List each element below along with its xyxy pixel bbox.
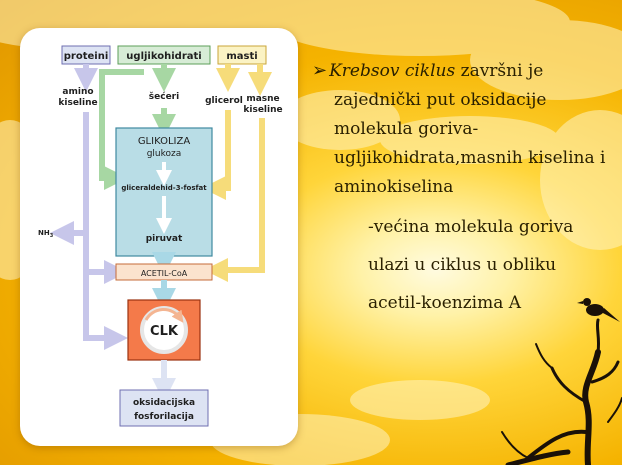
clk-cycle-arrow-icon — [144, 307, 184, 323]
bird-icon — [577, 298, 620, 322]
sub-line: -većina molekula goriva — [368, 217, 574, 237]
arrow-bullet-icon: ➢ — [312, 60, 328, 81]
bullet-rest: završni je — [455, 61, 544, 81]
tree-silhouette — [501, 298, 622, 465]
gliceraldehid-label: gliceraldehid-3-fosfat — [121, 184, 207, 192]
nh3-label: NH3 — [38, 229, 54, 239]
amino-acid-arrows — [50, 64, 128, 350]
glicerol-label: glicerol — [205, 96, 243, 106]
seceri-label: šećeri — [149, 91, 179, 102]
oksidacijska-label-2: fosforilacija — [134, 412, 194, 422]
clk-label: CLK — [150, 324, 179, 339]
masti-label: masti — [226, 51, 257, 62]
bullet-term: Krebsov ciklus — [329, 61, 456, 81]
text-line: ugljikohidrata,masnih kiselina i — [334, 148, 606, 168]
proteini-label: proteini — [64, 51, 109, 62]
glikoliza-title: GLIKOLIZA — [138, 136, 191, 147]
fat-arrows — [202, 64, 272, 282]
glikoliza-box — [115, 127, 213, 257]
amino-label-2: kiseline — [58, 98, 97, 108]
bullet-line: ➢Krebsov ciklus završni je — [312, 56, 612, 86]
ugljikohidrati-label: ugljikohidrati — [126, 51, 201, 62]
sugar-arrows — [99, 64, 176, 190]
oksidacijska-box — [119, 389, 209, 427]
oksidacijska-label-1: oksidacijska — [133, 398, 195, 408]
text-line: molekula goriva- — [334, 119, 479, 139]
glukoza-label: glukoza — [147, 149, 182, 159]
masne-label-2: kiseline — [243, 105, 282, 115]
text-line: zajednički put oksidacije — [334, 90, 547, 110]
masti-box — [217, 45, 267, 65]
amino-label-1: amino — [62, 87, 93, 97]
masne-label-1: masne — [246, 94, 279, 104]
acetil-coa-label: ACETIL-CoA — [141, 269, 188, 278]
text-line: aminokiselina — [334, 177, 454, 197]
slide-text: ➢Krebsov ciklus završni je zajednički pu… — [312, 56, 612, 322]
metabolism-diagram: proteini ugljikohidrati masti amino kise… — [38, 45, 283, 427]
sub-line: acetil-koenzima A — [368, 293, 522, 313]
piruvat-label: piruvat — [146, 234, 183, 244]
sub-line: ulazi u ciklus u obliku — [368, 255, 557, 275]
